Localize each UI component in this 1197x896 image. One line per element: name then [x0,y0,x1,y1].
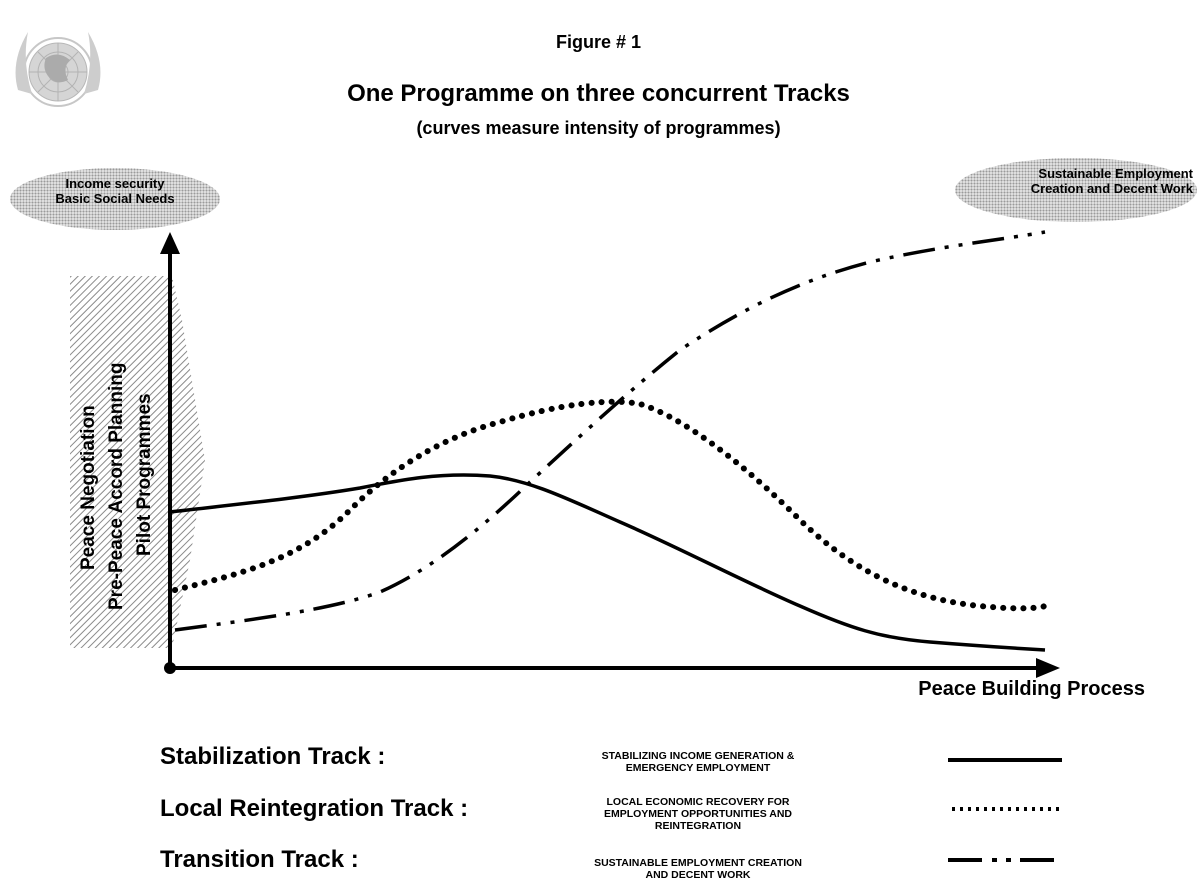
page-title: One Programme on three concurrent Tracks [347,80,850,107]
stabilization-track-curve [169,473,1046,652]
un-emblem-icon [15,32,101,107]
bubble-right-line-2: Creation and Decent Work [1030,181,1193,196]
bubble-right-line-1: Sustainable Employment [1038,166,1193,181]
description-line: REINTEGRATION [654,820,742,832]
pre-peace-accord-planning-label: Pre-Peace Accord Planning [106,362,127,610]
transition-track-name: Transition Track : [160,846,359,873]
stabilization-track-name: Stabilization Track : [160,743,386,770]
local-reintegration-track-curve [172,398,1048,612]
description-line: AND DECENT WORK [645,869,751,881]
local-reintegration-track-name: Local Reintegration Track : [160,795,469,822]
x-axis-arrowhead [1036,658,1060,678]
stabilization-track-description: STABILIZING INCOME GENERATION & EMERGENC… [552,750,844,774]
pilot-programmes-label: Pilot Programmes [134,393,155,556]
x-axis-label: Peace Building Process [918,678,1145,700]
description-line: STABILIZING INCOME GENERATION & [601,750,795,762]
page-subtitle: (curves measure intensity of programmes) [416,118,781,138]
figure-label: Figure # 1 [555,32,642,52]
description-line: EMERGENCY EMPLOYMENT [625,762,771,774]
pre-peace-labels: Peace Negotiation Pre-Peace Accord Plann… [78,310,178,650]
bubble-left-line-2: Basic Social Needs [55,191,175,206]
peace-negotiation-label: Peace Negotiation [78,405,99,570]
description-line: SUSTAINABLE EMPLOYMENT CREATION [594,857,802,869]
description-line: EMPLOYMENT OPPORTUNITIES AND [603,808,793,820]
axis-origin-dot [164,662,176,674]
description-line: LOCAL ECONOMIC RECOVERY FOR [606,796,790,808]
sustainable-employment-bubble: Sustainable Employment Creation and Dece… [955,158,1197,222]
transition-track-description: SUSTAINABLE EMPLOYMENT CREATION AND DECE… [552,857,844,881]
local-reintegration-track-description: LOCAL ECONOMIC RECOVERY FOR EMPLOYMENT O… [552,796,844,832]
y-axis-arrowhead [160,232,180,254]
transition-track-curve [174,230,1046,632]
bubble-left-line-1: Income security [65,176,165,191]
income-security-bubble: Income security Basic Social Needs [10,168,220,230]
